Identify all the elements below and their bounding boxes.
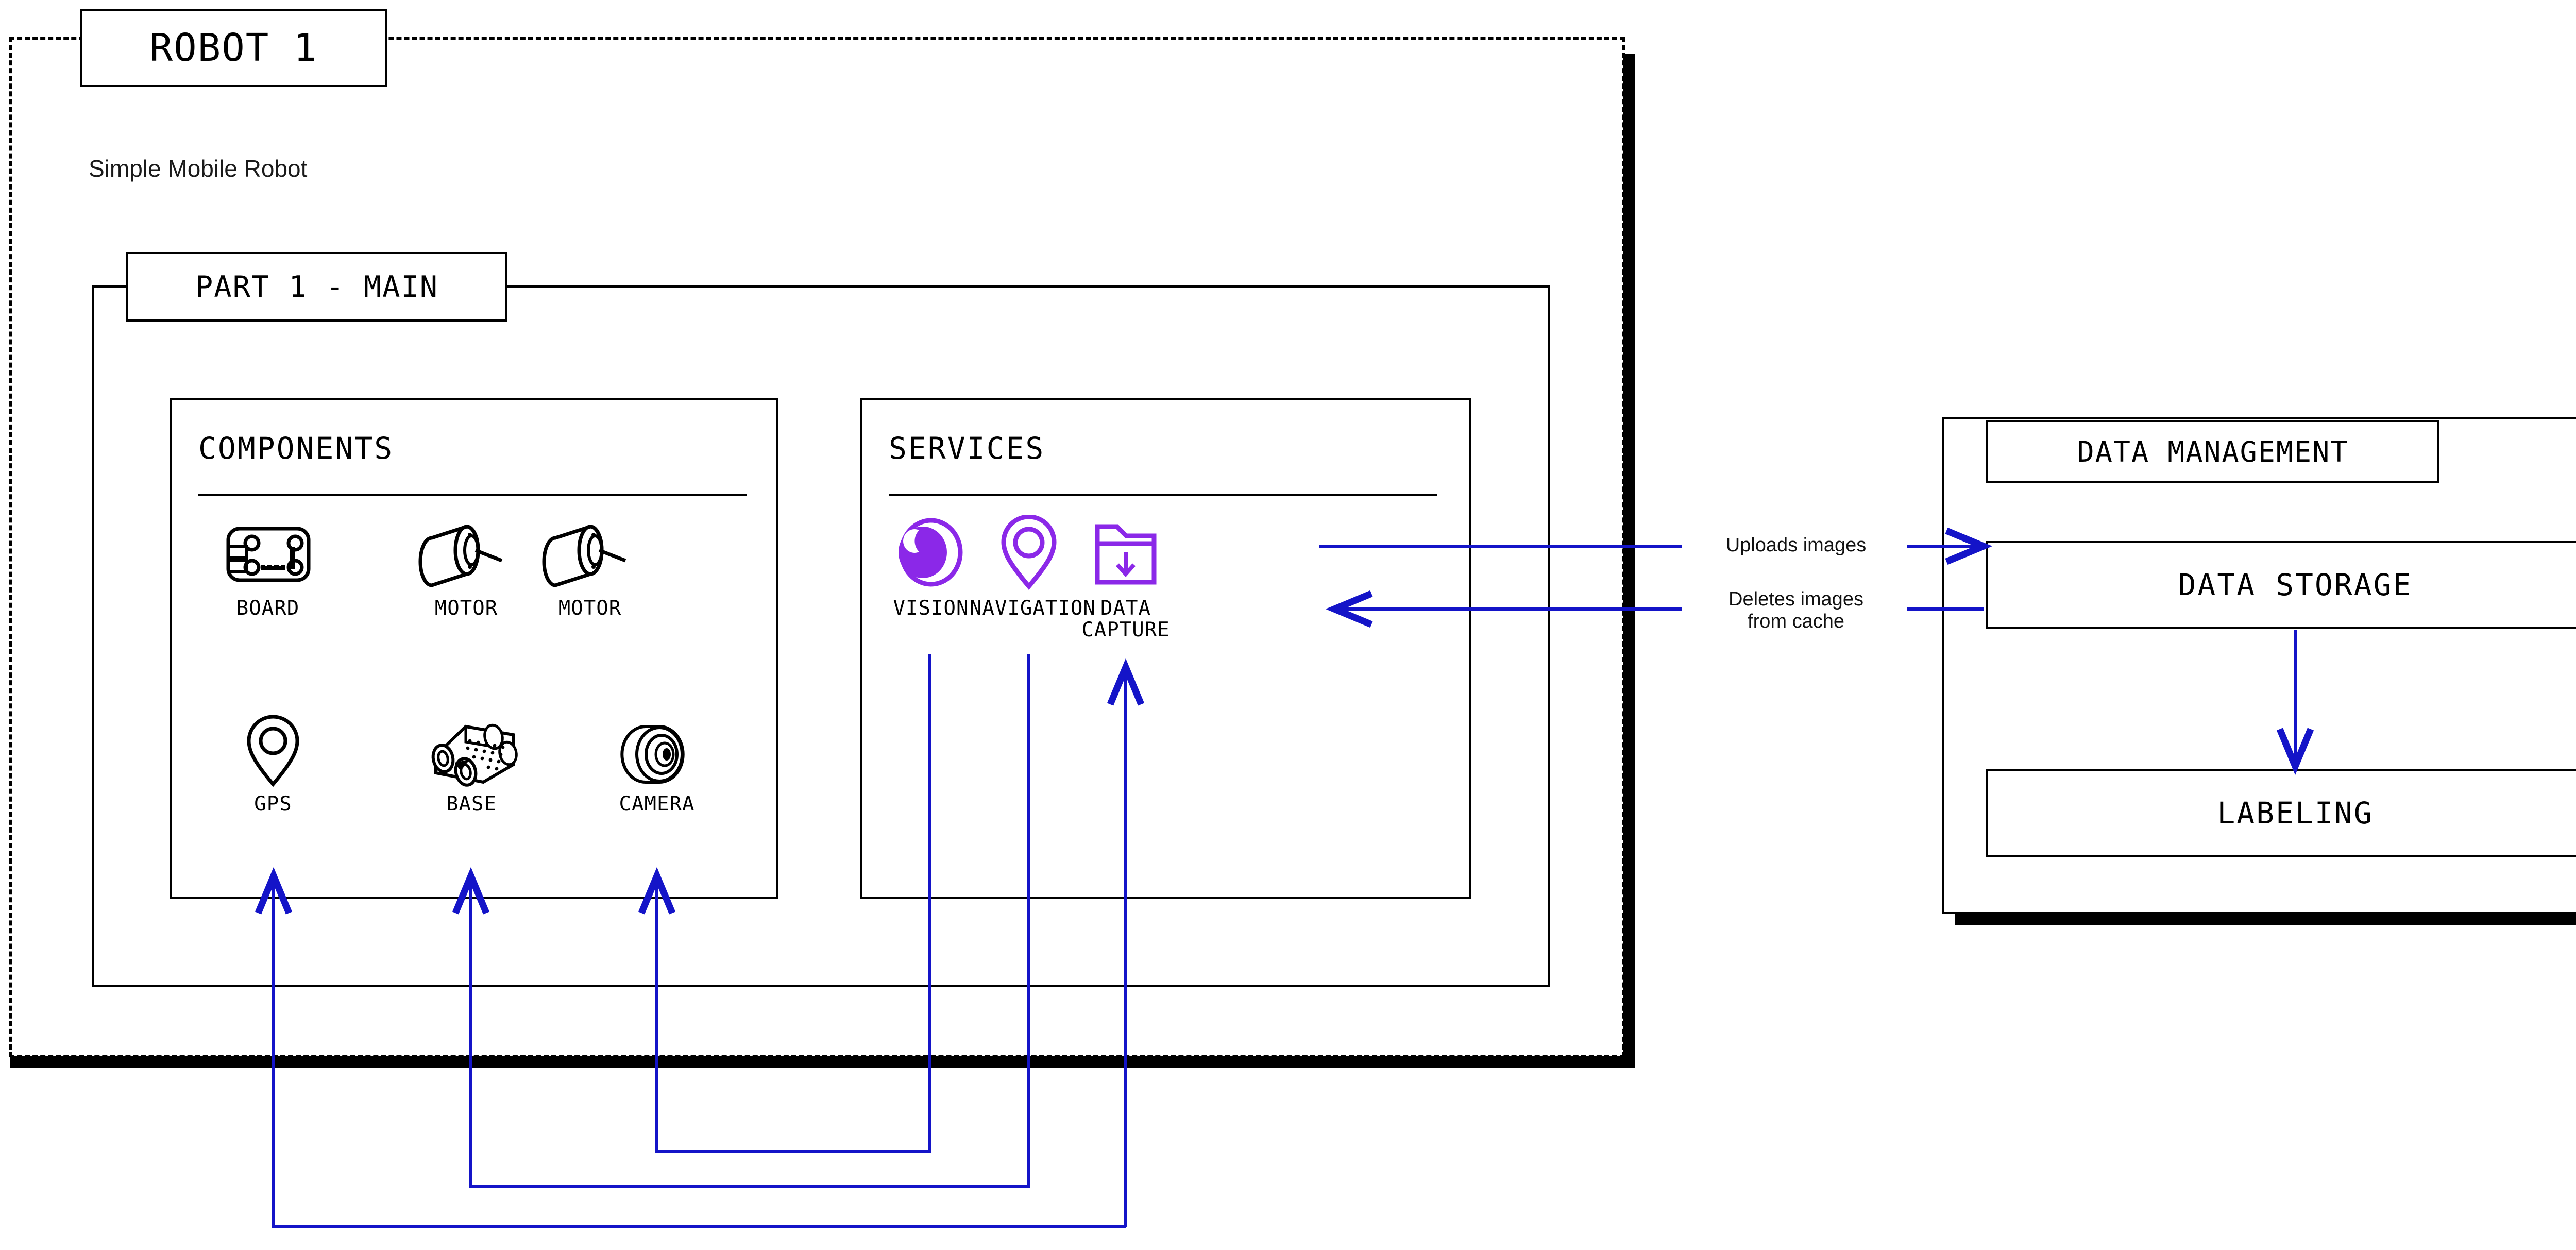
robot-base-icon	[412, 711, 531, 788]
component-label: BASE	[446, 792, 497, 816]
component-camera[interactable]: CAMERA	[598, 711, 716, 815]
services-divider	[889, 494, 1437, 496]
component-label: CAMERA	[619, 792, 695, 816]
motor-icon	[531, 515, 649, 593]
eye-icon	[872, 515, 990, 593]
edge-label-deletes: Deletes images from cache	[1685, 588, 1907, 633]
map-pin-icon	[970, 515, 1088, 593]
data-management-title-chip: DATA MANAGEMENT	[1986, 420, 2439, 483]
components-panel	[170, 398, 778, 899]
robot-subtitle: Simple Mobile Robot	[89, 155, 308, 182]
folder-download-icon	[1066, 515, 1185, 593]
service-label: VISION	[893, 597, 969, 620]
dm-panel-shadow-bottom	[1955, 913, 2576, 925]
component-motor-1[interactable]: MOTOR	[407, 515, 526, 619]
robot-title: ROBOT 1	[149, 26, 318, 70]
edge-label-uploads: Uploads images	[1685, 534, 1907, 556]
component-motor-2[interactable]: MOTOR	[531, 515, 649, 619]
components-heading: COMPONENTS	[198, 431, 394, 466]
data-storage-box[interactable]: DATA STORAGE	[1986, 541, 2576, 629]
data-storage-label: DATA STORAGE	[2178, 567, 2413, 602]
component-label: MOTOR	[434, 597, 498, 620]
component-gps[interactable]: GPS	[214, 711, 332, 815]
component-label: GPS	[254, 792, 292, 816]
component-board[interactable]: BOARD	[209, 515, 327, 619]
services-heading: SERVICES	[889, 431, 1045, 466]
labeling-label: LABELING	[2217, 796, 2374, 831]
motor-icon	[407, 515, 526, 593]
robot-region-shadow-bottom	[10, 1056, 1635, 1068]
components-divider	[198, 494, 747, 496]
labeling-box[interactable]: LABELING	[1986, 769, 2576, 857]
camera-lens-icon	[598, 711, 716, 788]
service-label: NAVIGATION	[970, 597, 1096, 620]
service-vision[interactable]: VISION	[872, 515, 990, 619]
service-label: DATA CAPTURE	[1081, 597, 1170, 642]
data-management-title: DATA MANAGEMENT	[2077, 435, 2349, 468]
services-panel	[860, 398, 1471, 899]
component-label: BOARD	[236, 597, 300, 620]
robot-title-chip: ROBOT 1	[80, 9, 387, 87]
map-pin-icon	[214, 711, 332, 788]
circuit-board-icon	[209, 515, 327, 593]
component-label: MOTOR	[558, 597, 622, 620]
part-main-title: PART 1 - MAIN	[195, 269, 439, 304]
service-navigation[interactable]: NAVIGATION	[970, 515, 1096, 620]
robot-region-shadow-right	[1623, 54, 1635, 1067]
component-base[interactable]: BASE	[412, 711, 531, 815]
part-main-title-chip: PART 1 - MAIN	[126, 252, 507, 322]
service-data-capture[interactable]: DATA CAPTURE	[1066, 515, 1185, 641]
